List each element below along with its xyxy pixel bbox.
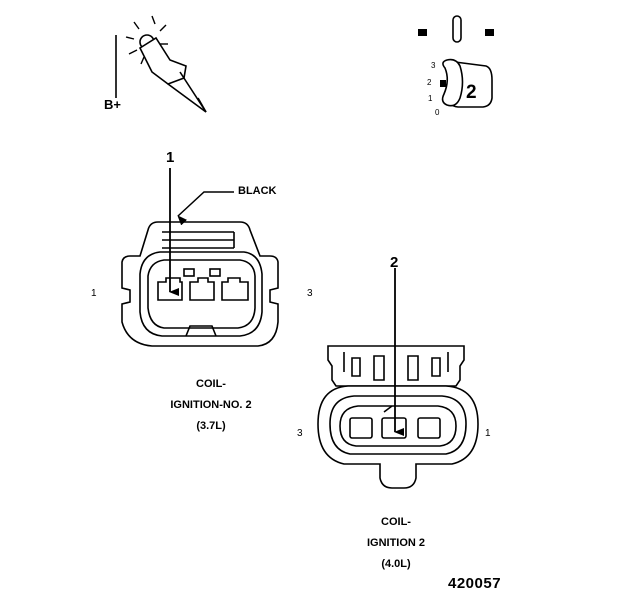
connector-1-caption-line2: IGNITION-NO. 2 xyxy=(170,399,252,411)
ignition-switch-icon xyxy=(418,15,494,108)
wire-color-label: BLACK xyxy=(238,185,277,197)
ignition-position-3: 3 xyxy=(431,61,436,70)
figure-number: 420057 xyxy=(448,575,502,592)
ignition-position-0: 0 xyxy=(435,108,440,117)
connector-1-caption-line1: COIL- xyxy=(196,378,226,390)
connector-1-caption-line3: (3.7L) xyxy=(196,420,226,432)
test-light-icon xyxy=(115,15,207,113)
connector-1-pin-right: 3 xyxy=(307,288,313,299)
wire-color-leader xyxy=(177,191,234,226)
ignition-key-number: 2 xyxy=(466,82,477,103)
connector-coil-ignition2-4.0l xyxy=(317,345,479,489)
callout-2-label: 2 xyxy=(390,254,399,271)
connector-2-caption-line2: IGNITION 2 xyxy=(366,537,426,549)
connector-2-caption: COIL- IGNITION 2 (4.0L) xyxy=(336,512,456,575)
connector-2-pin-left: 3 xyxy=(297,428,303,439)
connector-2-caption-line3: (4.0L) xyxy=(381,558,411,570)
light-rays-icon xyxy=(125,15,168,65)
connector-2-pin-right: 1 xyxy=(485,428,491,439)
ignition-position-1: 1 xyxy=(428,94,433,103)
connector-coil-ignition-no2-3.7l xyxy=(121,221,279,347)
battery-label: B+ xyxy=(104,97,121,112)
callout-1-label: 1 xyxy=(166,149,175,166)
connector-1-caption: COIL- IGNITION-NO. 2 (3.7L) xyxy=(146,374,276,437)
connector-2-caption-line1: COIL- xyxy=(381,516,411,528)
connector-1-pin-left: 1 xyxy=(91,288,97,299)
ignition-position-2: 2 xyxy=(427,78,432,87)
